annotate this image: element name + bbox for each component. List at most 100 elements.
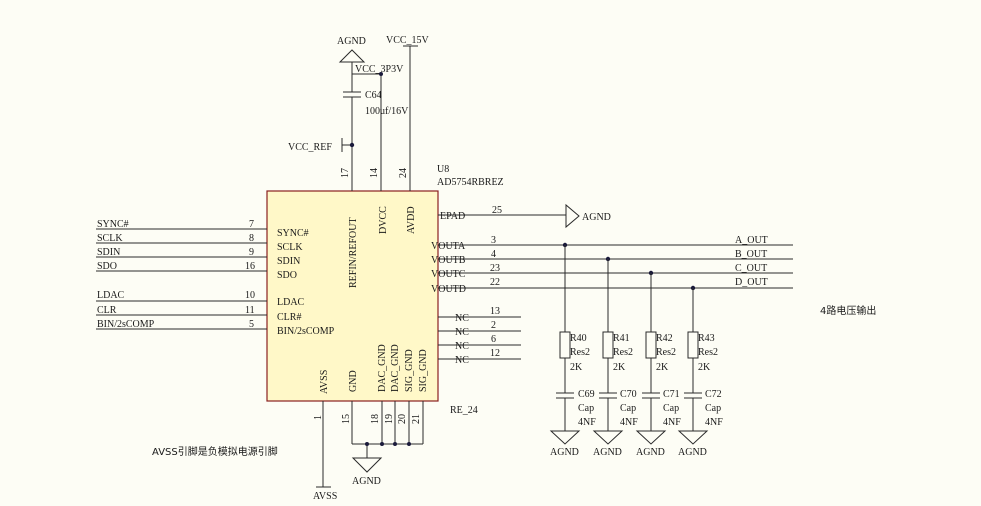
pin-num: 11 [245,305,255,316]
bottom-pin-avss: AVSS 1 AVSS [313,370,337,502]
agnd-symbol [592,430,624,445]
pin-name: LDAC [277,297,305,308]
junction-dot [380,442,384,446]
right-pin-nc-6: 6 NC [438,334,521,352]
pin-name: REFIN/REFOUT [348,217,359,288]
c70-type: Cap [620,403,636,414]
pin-num: 7 [249,219,254,230]
bottom-pin-gnd: 15 GND [341,370,359,444]
pin-name: NC [455,355,469,366]
r41-value: 2K [613,362,626,373]
pin-num: 10 [245,290,255,301]
pin-name: SIG_GND [418,349,429,392]
agnd-top-symbol [338,49,366,63]
c70-ref: C70 [620,389,637,400]
r43-ref: R43 [698,333,715,344]
r41-resistor [602,331,614,359]
agnd-top-label: AGND [337,36,366,47]
right-pin-nc-2: 2 NC [438,320,521,338]
vcc-ref-label: VCC_REF [288,142,332,153]
pin-name: EPAD [440,211,465,222]
c71-type: Cap [663,403,679,414]
r42-resistor [645,331,657,359]
pin-num: 3 [491,235,496,246]
right-pin-nc-12: 12 NC [438,348,521,366]
pin-num: 22 [490,277,500,288]
agnd-label: AGND [593,447,622,458]
pin-num: 6 [491,334,496,345]
output-note: 4路电压输出 [820,304,876,317]
c64-ref: C64 [365,90,382,101]
pin-name: SDIN [277,256,300,267]
net-label-clr: CLR [97,305,117,316]
pin-name: AVDD [406,206,417,234]
left-pin-sync: SYNC# 7 SYNC# [96,219,309,239]
load-channel-a: R40 Res2 2K C69 Cap 4NF AGND [549,242,596,458]
pin-name: DVCC [378,206,389,234]
agnd-symbol [677,430,709,445]
right-pin-voutc: 23 VOUTC C_OUT [431,263,793,280]
net-label-sync: SYNC# [97,219,129,230]
junction-dot [407,442,411,446]
net-label-sclk: SCLK [97,233,123,244]
left-pin-ldac: LDAC 10 LDAC [96,290,305,308]
r40-resistor [559,331,571,359]
pin-name: SCLK [277,242,303,253]
pin-num: 15 [341,414,352,424]
right-pin-vouta: 3 VOUTA A_OUT [431,235,793,252]
pin-name: GND [348,370,359,392]
agnd-epad-label: AGND [582,212,611,223]
pin-name: NC [455,327,469,338]
pin-name: NC [455,341,469,352]
pin-num: 5 [249,319,254,330]
pin-num: 13 [490,306,500,317]
bottom-pin-dacgnd-18: 18 DAC_GND [370,344,388,444]
c72-type: Cap [705,403,721,414]
c72-value: 4NF [705,417,723,428]
right-pin-nc-13: 13 NC [438,306,521,324]
pin-name: VOUTD [431,284,466,295]
pin-num: 12 [490,348,500,359]
junction-dot [379,72,383,76]
r42-ref: R42 [656,333,673,344]
u8-ref: U8 [437,164,449,175]
c70-value: 4NF [620,417,638,428]
pin-num: 17 [340,168,351,178]
pin-name: SDO [277,270,297,281]
load-channel-d: R43 Res2 2K C72 Cap 4NF AGND [677,285,723,458]
junction-dot [365,442,369,446]
agnd-symbol [635,430,667,445]
net-label-ldac: LDAC [97,290,125,301]
pin-name: NC [455,313,469,324]
pin-num: 19 [384,414,395,424]
pin-name: DAC_GND [377,344,388,392]
c64-capacitor: C64 100uf/16V [343,74,409,117]
bottom-pin-dacgnd-19: 19 DAC_GND [384,344,401,444]
agnd-bottom-label: AGND [352,476,381,487]
vcc15-label: VCC_15V [386,35,430,46]
junction-dot [393,442,397,446]
pin-num: 8 [249,233,254,244]
agnd-label: AGND [550,447,579,458]
pin-num: 18 [370,414,381,424]
r42-type: Res2 [656,347,676,358]
pin-num: 4 [491,249,496,260]
u8-body [266,190,439,402]
u8-part: AD5754RBREZ [437,177,504,188]
avss-label: AVSS [313,491,337,502]
pin-num: 24 [398,168,409,178]
net-label-sdo: SDO [97,261,117,272]
c71-ref: C71 [663,389,680,400]
right-pin-voutd: 22 VOUTD D_OUT [431,277,793,295]
pin-num: 25 [492,205,502,216]
r40-ref: R40 [570,333,587,344]
net-label-d-out: D_OUT [735,277,768,288]
left-pin-sclk: SCLK 8 SCLK [96,233,303,253]
load-channel-b: R41 Res2 2K C70 Cap 4NF AGND [592,256,638,458]
bottom-pin-siggnd-21: 21 SIG_GND [411,349,429,444]
c69-ref: C69 [578,389,595,400]
pin-name: SIG_GND [404,349,415,392]
pin-name: VOUTC [431,269,466,280]
pin-name: BIN/2sCOMP [277,326,335,337]
